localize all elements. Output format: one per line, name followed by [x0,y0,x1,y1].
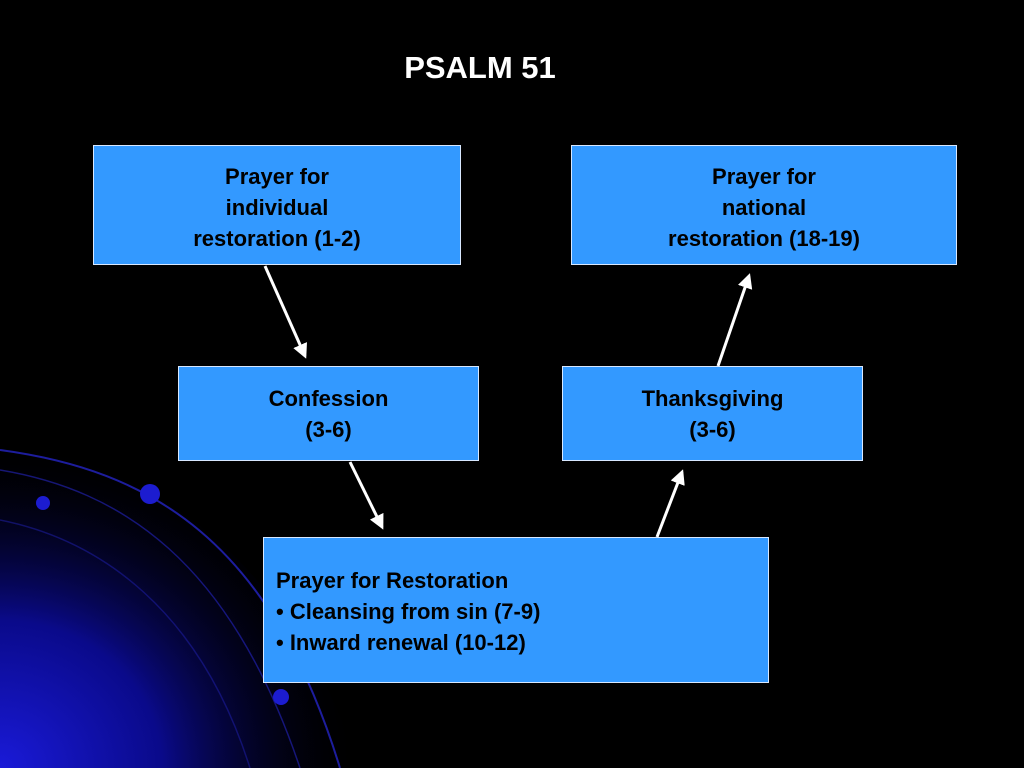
node-bullet-line: • Inward renewal (10-12) [276,630,526,655]
node-label-line: individual [225,195,329,220]
swoosh-curve [0,519,251,768]
node-thanksgiving: Thanksgiving (3-6) [562,366,863,461]
node-label-line: Prayer for [225,164,329,189]
node-label-line: restoration (18-19) [668,226,860,251]
swoosh-curve [0,469,301,768]
decor-dot [273,689,289,705]
node-label-line: (3-6) [305,417,352,442]
decor-dot [140,484,160,504]
slide-title: PSALM 51 [404,50,556,85]
node-individual-restoration: Prayer for individual restoration (1-2) [93,145,461,265]
node-label-line: national [721,195,807,220]
node-label-line: (3-6) [689,417,736,442]
node-label-line: Thanksgiving [641,386,784,411]
node-confession: Confession (3-6) [178,366,479,461]
node-label-line: Prayer for [712,164,816,189]
corner-swoosh [0,440,360,768]
node-national-restoration: Prayer for national restoration (18-19) [571,145,957,265]
decor-dot [36,496,50,510]
node-label-line: restoration (1-2) [193,226,361,251]
node-prayer-for-restoration: Prayer for Restoration • Cleansing from … [263,537,769,683]
node-bullet-line: • Cleansing from sin (7-9) [276,599,541,624]
node-label-line: Prayer for Restoration [276,568,509,593]
node-label-line: Confession [268,386,389,411]
